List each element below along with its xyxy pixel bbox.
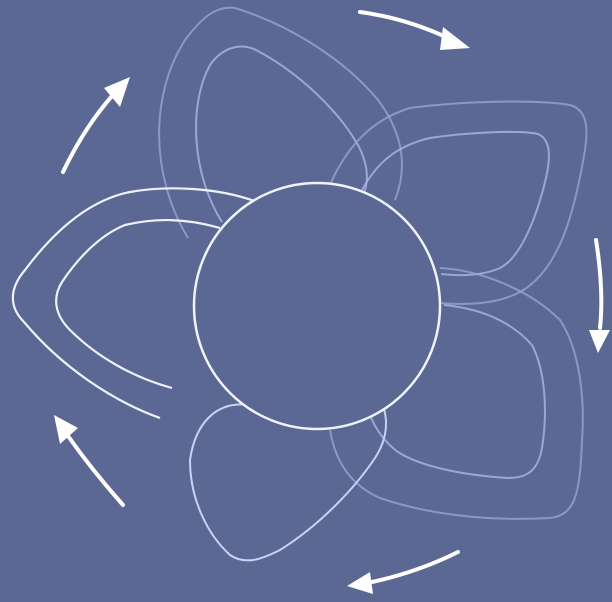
center-disc — [194, 183, 440, 429]
